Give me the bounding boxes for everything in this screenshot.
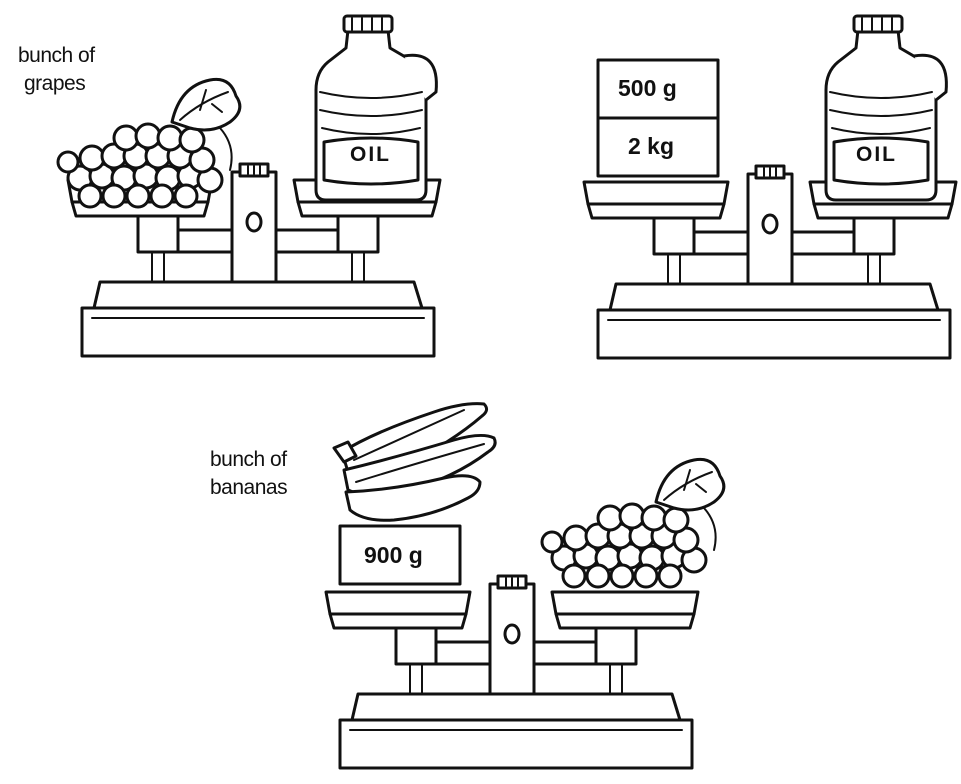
weight-bottom-label: 2 kg	[628, 133, 674, 159]
oil-label-2: OIL	[856, 143, 897, 166]
weight-900g-label: 900 g	[364, 542, 423, 568]
grapes-2	[540, 457, 726, 589]
grapes-label-line2: grapes	[24, 72, 85, 95]
bananas-label-line1: bunch of	[210, 448, 287, 471]
grapes-label-line1: bunch of	[18, 44, 95, 67]
oil-bottle-1	[314, 14, 438, 202]
balance-scale-3	[324, 574, 700, 770]
scale-3: 900 g bunch of bananas	[210, 402, 726, 770]
scale-2: 500 g 2 kg OIL	[582, 14, 958, 360]
bananas-label-line2: bananas	[210, 476, 287, 499]
grapes-1	[56, 77, 242, 209]
oil-label-1: OIL	[350, 143, 391, 166]
oil-bottle-2	[824, 14, 948, 202]
weight-top-label: 500 g	[618, 75, 677, 101]
bananas	[332, 402, 497, 522]
scale-1: OIL bunch of grapes	[18, 14, 442, 358]
